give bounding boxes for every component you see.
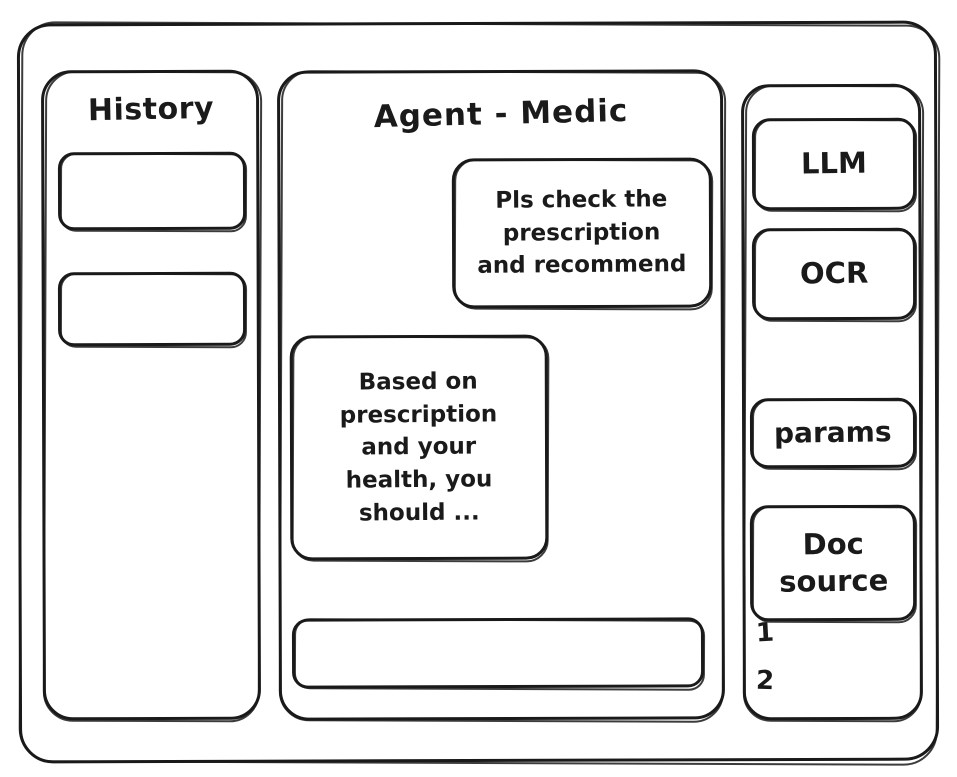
user-message-text: Pls check the prescription and recommend	[477, 186, 687, 280]
message-input[interactable]	[292, 618, 704, 688]
tool-button-params[interactable]: params	[750, 398, 916, 468]
tool-button-llm[interactable]: LLM	[752, 118, 916, 210]
user-message-bubble: Pls check the prescription and recommend	[452, 158, 712, 308]
assistant-message-text: Based on prescription and your health, y…	[339, 368, 498, 527]
tool-label-doc-source: Doc source	[778, 526, 888, 599]
doc-source-marker[interactable]: 1	[755, 617, 775, 649]
doc-source-marker[interactable]: 2	[755, 665, 775, 697]
tool-button-doc-source[interactable]: Doc source	[750, 505, 916, 621]
history-panel-title: History	[87, 90, 215, 129]
assistant-message-bubble: Based on prescription and your health, y…	[290, 335, 548, 560]
tool-label-params: params	[774, 415, 892, 450]
tool-label-llm: LLM	[800, 145, 868, 181]
tool-button-ocr[interactable]: OCR	[752, 228, 916, 320]
tool-label-ocr: OCR	[799, 255, 869, 291]
history-list-item[interactable]	[58, 152, 246, 230]
history-list-item[interactable]	[58, 272, 246, 346]
